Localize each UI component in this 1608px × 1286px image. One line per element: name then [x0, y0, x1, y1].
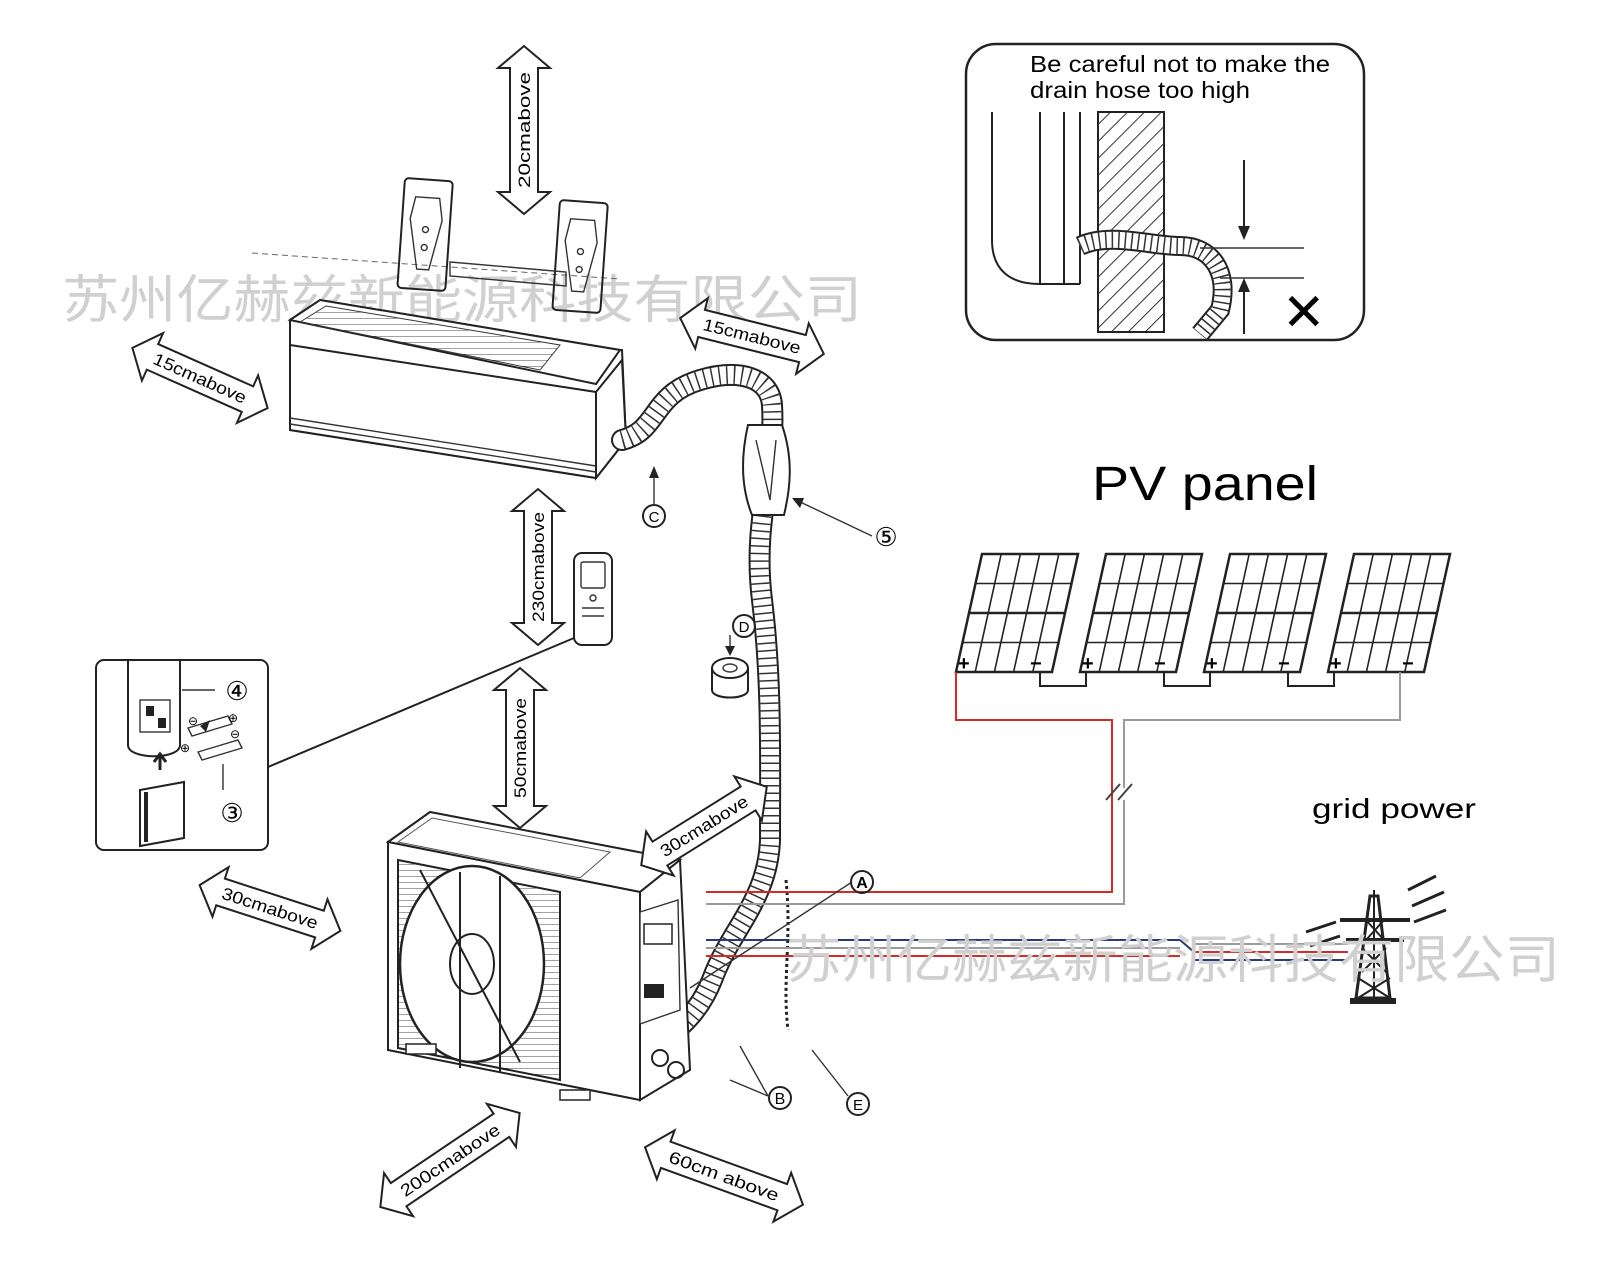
transmission-tower-icon	[1305, 874, 1447, 1004]
callout-e: E	[811, 1049, 870, 1116]
pv-plus-label: +	[1330, 653, 1342, 675]
clearance-arrow-outdoor-top: 50cmabove	[491, 666, 549, 830]
pv-minus-label: −	[1278, 653, 1290, 675]
drain-note-line1: Be careful not to make the	[1030, 51, 1330, 77]
callout-five: ⑤	[792, 498, 898, 552]
pv-series-link	[1163, 672, 1211, 687]
pv-series-link	[1287, 672, 1335, 687]
watermark-bottom: 苏州亿赫兹新能源科技有限公司	[786, 931, 1560, 991]
pv-plus-label: +	[958, 653, 970, 675]
svg-text:C: C	[649, 509, 660, 526]
pv-plus-label: +	[1082, 653, 1094, 675]
pv-minus-label: −	[1030, 653, 1042, 675]
drain-note-line2: drain hose too high	[1030, 77, 1250, 103]
callout-three: ③	[220, 798, 243, 828]
svg-text:D: D	[739, 619, 750, 636]
pipe-bundle	[611, 364, 791, 1051]
indoor-unit	[287, 298, 628, 481]
clearance-arrow-indoor-left: 15cmabove	[131, 331, 269, 425]
pv-title: PV panel	[1092, 458, 1318, 511]
pv-plus-label: +	[1206, 653, 1218, 675]
minus-mark-left: ⊕	[180, 741, 190, 755]
svg-text:⑤: ⑤	[874, 522, 897, 552]
pv-series-link	[1039, 672, 1087, 687]
mounting-plate	[251, 177, 621, 314]
callout-d: D	[732, 614, 756, 638]
svg-text:④: ④	[225, 676, 248, 706]
svg-text:③: ③	[220, 798, 243, 828]
minus-mark-top: ⊕	[228, 711, 238, 725]
tape-roll	[711, 635, 749, 699]
svg-text:E: E	[853, 1097, 863, 1114]
plus-mark-top: ⊖	[188, 714, 198, 728]
wrong-mark-icon: ✕	[1282, 284, 1326, 342]
pv-minus-label: −	[1402, 653, 1414, 675]
callout-four: ④	[225, 676, 248, 706]
remote-detail-box: ⊖ ⊖ ⊕ ⊕	[95, 659, 269, 851]
outdoor-unit	[385, 810, 692, 1102]
callout-a: A	[689, 870, 874, 989]
callout-c: C	[642, 466, 666, 528]
svg-text:20cmabove: 20cmabove	[515, 72, 534, 188]
grid-power-label: grid power	[1312, 793, 1476, 824]
svg-text:A: A	[856, 875, 868, 892]
svg-text:230cmabove: 230cmabove	[529, 512, 548, 622]
pv-panel: +−	[954, 552, 1080, 675]
clearance-arrow-floor: 230cmabove	[509, 487, 567, 647]
remote-control	[573, 552, 613, 646]
clearance-arrow-outdoor-left: 30cmabove	[198, 864, 342, 952]
drain-hose-inset: Be careful not to make the drain hose to…	[964, 42, 1366, 342]
pv-minus-label: −	[1154, 653, 1166, 675]
pv-panel: +−	[1326, 552, 1452, 675]
plus-mark-right: ⊖	[230, 727, 240, 741]
pv-panel: +−	[1078, 552, 1204, 675]
svg-text:30cmabove: 30cmabove	[657, 792, 752, 861]
clearance-arrow-outdoor-side: 60cm above	[643, 1128, 805, 1224]
pv-panel-array: +−+−+−+−	[954, 552, 1452, 687]
svg-text:50cmabove: 50cmabove	[511, 698, 530, 798]
pv-wiring	[706, 672, 1401, 961]
clearance-arrow-outdoor-front: 200cmabove	[379, 1102, 521, 1218]
callout-b: B	[729, 1045, 792, 1110]
svg-text:B: B	[775, 1091, 786, 1108]
pv-panel: +−	[1202, 552, 1328, 675]
clearance-arrow-top: 20cmabove	[495, 44, 553, 216]
svg-text:200cmabove: 200cmabove	[397, 1120, 504, 1201]
